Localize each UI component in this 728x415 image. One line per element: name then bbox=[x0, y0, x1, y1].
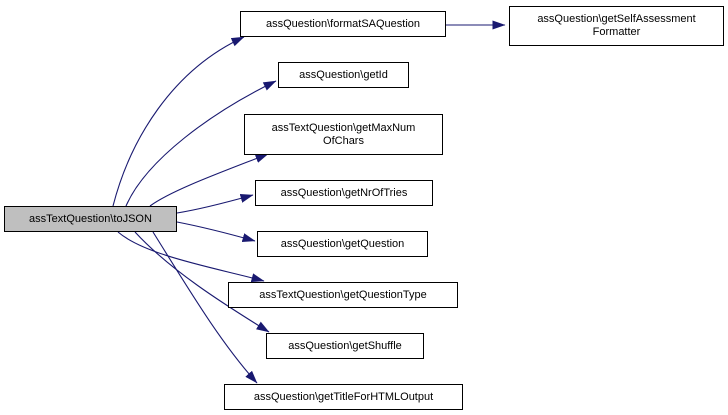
node-label: assQuestion\getId bbox=[299, 68, 388, 81]
node-assquestion-getshuffle[interactable]: assQuestion\getShuffle bbox=[266, 333, 424, 359]
edge-tojson-to-getquestion bbox=[176, 221, 256, 242]
node-assquestion-getnroftries[interactable]: assQuestion\getNrOfTries bbox=[255, 180, 433, 206]
node-label: assQuestion\getQuestion bbox=[280, 237, 405, 250]
node-label: assTextQuestion\getMaxNum bbox=[271, 121, 416, 134]
edge-tojson-to-getmaxnumofchars bbox=[149, 153, 269, 207]
node-label: OfChars bbox=[323, 134, 364, 147]
node-label: assQuestion\getShuffle bbox=[288, 339, 402, 352]
node-label: Formatter bbox=[592, 26, 641, 38]
node-label: assQuestion\formatSAQuestion bbox=[265, 17, 421, 30]
node-assquestion-getid[interactable]: assQuestion\getId bbox=[278, 62, 409, 88]
node-label: assTextQuestion\getQuestionType bbox=[259, 288, 427, 301]
node-asstextquestion-getquestiontype[interactable]: assTextQuestion\getQuestionType bbox=[228, 282, 458, 308]
node-assquestion-getquestion[interactable]: assQuestion\getQuestion bbox=[257, 231, 428, 257]
node-label: assQuestion\getTitleForHTMLOutput bbox=[253, 390, 434, 403]
node-label: assTextQuestion\toJSON bbox=[29, 212, 152, 225]
node-assquestion-getselfassessmentformatter[interactable]: assQuestion\getSelfAssessment Formatter bbox=[509, 6, 724, 46]
node-assquestion-gettitleforhtmloutput[interactable]: assQuestion\getTitleForHTMLOutput bbox=[224, 384, 463, 410]
node-label: assQuestion\getNrOfTries bbox=[280, 186, 408, 199]
node-label: assQuestion\getSelfAssessment bbox=[537, 13, 696, 25]
node-assquestion-formatsaquestion[interactable]: assQuestion\formatSAQuestion bbox=[240, 11, 446, 37]
edge-tojson-to-formatsaquestion bbox=[112, 36, 245, 207]
node-asstextquestion-tojson: assTextQuestion\toJSON bbox=[4, 206, 177, 232]
node-asstextquestion-getmaxnumofchars[interactable]: assTextQuestion\getMaxNum OfChars bbox=[244, 114, 443, 155]
edge-tojson-to-getnroftries bbox=[176, 194, 254, 214]
edge-tojson-to-getquestiontype bbox=[117, 231, 265, 283]
